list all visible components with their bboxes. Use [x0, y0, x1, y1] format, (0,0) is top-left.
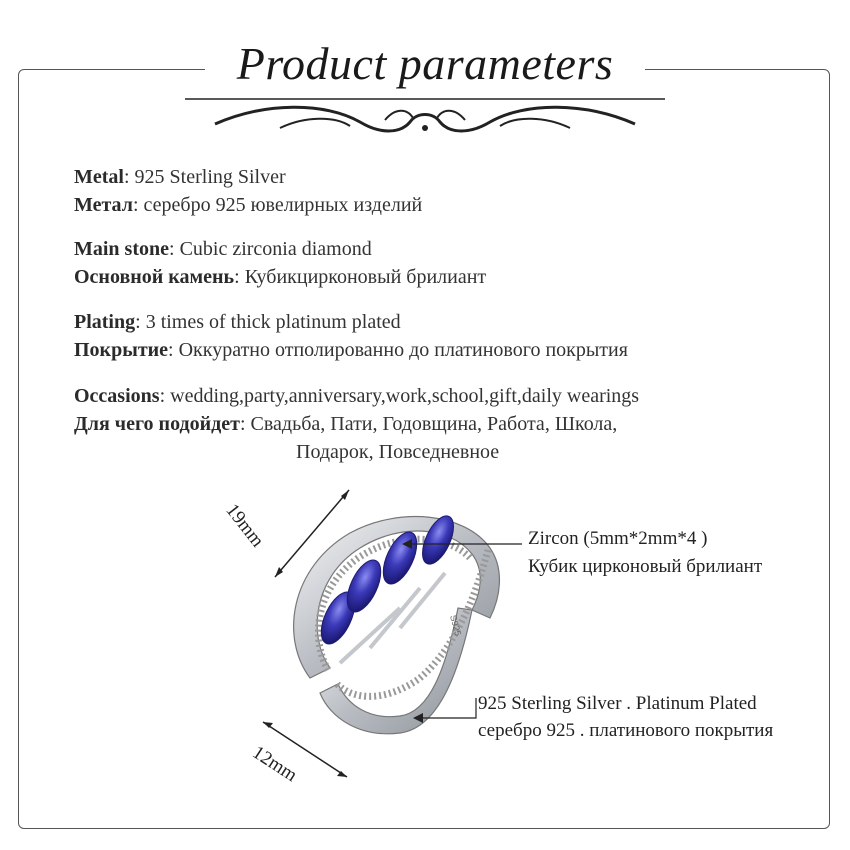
param-label: Метал	[74, 194, 133, 216]
param-label: Metal	[74, 166, 124, 188]
param-separator: :	[239, 413, 251, 435]
page-title: Product parameters	[236, 38, 614, 89]
param-plating-ru: Покрытие: Оккуратно отполированно до пла…	[74, 337, 628, 363]
param-value: 925 Sterling Silver	[134, 166, 286, 188]
ring-image: S925	[293, 515, 501, 735]
param-separator: :	[123, 166, 135, 188]
param-occasions-ru-continued: Подарок, Повседневное	[296, 441, 500, 463]
param-value: Свадьба, Пати, Годовщина, Работа, Школа,	[250, 413, 618, 435]
param-value: Оккуратно отполированно до платинового п…	[178, 339, 628, 361]
flourish-ornament-icon	[185, 98, 665, 133]
param-separator: :	[234, 266, 245, 288]
param-label: Для чего подойдет	[74, 413, 240, 435]
param-separator: :	[169, 238, 180, 260]
zircon-name: Zircon	[528, 528, 579, 549]
zircon-pointer-arrow-icon	[402, 539, 522, 549]
param-occasions-ru: Для чего подойдет: Свадьба, Пати, Годовщ…	[74, 411, 617, 437]
param-separator: :	[135, 311, 146, 333]
param-label: Покрытие	[74, 339, 169, 361]
param-metal-ru: Метал: серебро 925 ювелирных изделий	[74, 192, 422, 218]
param-label: Plating	[74, 311, 136, 333]
zircon-label: Zircon (5mm*2mm*4 )	[528, 527, 707, 551]
zircon-label-ru: Кубик цирконовый брилиант	[528, 556, 763, 577]
silver-label-ru: серебро 925 . платинового покрытия	[478, 720, 774, 741]
title-backdrop	[205, 40, 645, 100]
param-stone-ru: Основной камень: Кубикцирконовый брилиан…	[74, 264, 486, 290]
dimension-arrow-top-icon	[274, 489, 350, 578]
param-separator: :	[132, 194, 144, 216]
param-value: 3 times of thick platinum plated	[145, 311, 401, 333]
param-metal-en: Metal: 925 Sterling Silver	[74, 164, 286, 190]
param-occasions-en: Occasions: wedding,party,anniversary,wor…	[74, 383, 639, 409]
param-label: Occasions	[74, 385, 160, 407]
param-label: Основной камень	[74, 266, 235, 288]
param-value: wedding,party,anniversary,work,school,gi…	[170, 385, 640, 407]
param-separator: :	[159, 385, 171, 407]
param-value: серебро 925 ювелирных изделий	[143, 194, 423, 216]
silver-label: 925 Sterling Silver . Platinum Plated	[478, 693, 757, 714]
param-stone-en: Main stone: Cubic zirconia diamond	[74, 236, 372, 262]
param-label: Main stone	[74, 238, 169, 260]
zircon-size: (5mm*2mm*4 )	[583, 528, 708, 549]
param-value: Cubic zirconia diamond	[179, 238, 372, 260]
param-separator: :	[168, 339, 179, 361]
dimension-arrow-bottom-icon	[262, 721, 348, 778]
param-value: Кубикцирконовый брилиант	[244, 266, 487, 288]
param-plating-en: Plating: 3 times of thick platinum plate…	[74, 309, 401, 335]
silver-pointer-arrow-icon	[413, 698, 477, 723]
